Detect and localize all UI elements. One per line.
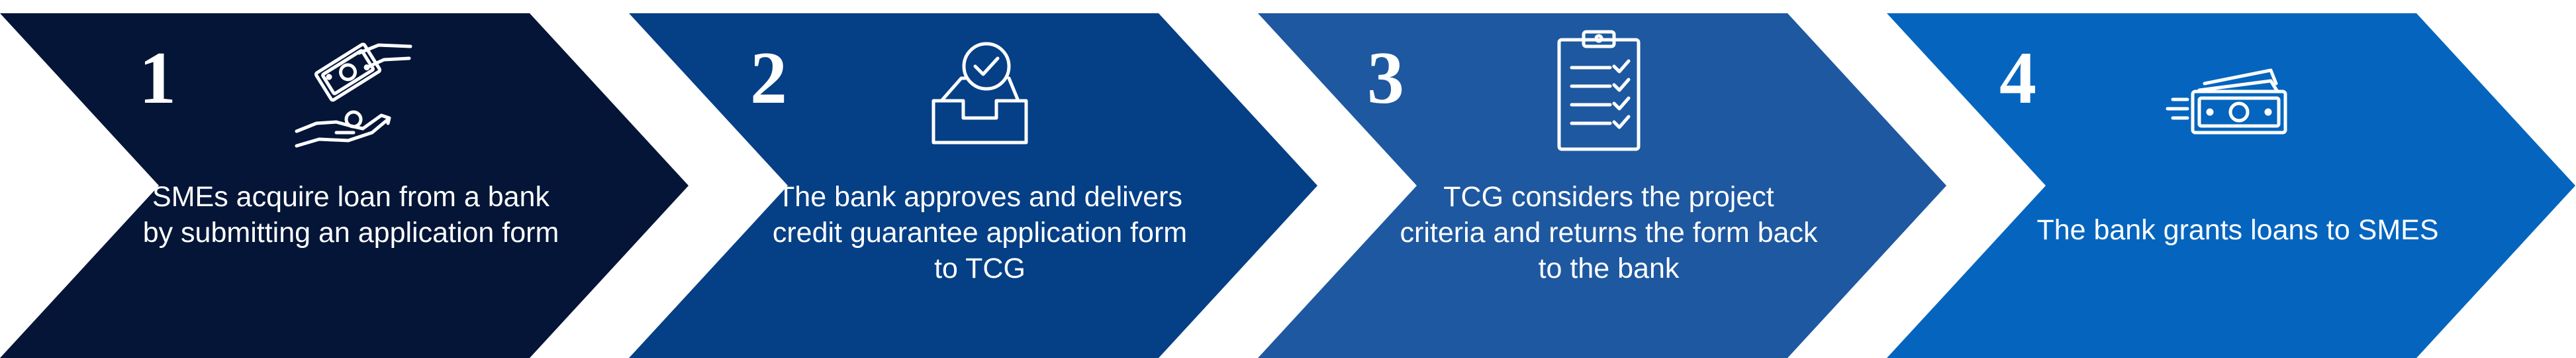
chevron-shape	[1258, 13, 1946, 358]
inbox-approve-icon	[931, 42, 1028, 145]
step-description: SMEs acquire loan from a bank by submitt…	[142, 181, 559, 249]
step-description: The bank grants loans to SMES	[2036, 214, 2439, 246]
clipboard-checklist-icon	[1557, 30, 1641, 151]
step-3: 3 TCG considers the project criteria and…	[1258, 13, 1946, 358]
step-number: 3	[1367, 37, 1404, 119]
chevron-shape	[1887, 13, 2575, 358]
hand-money-exchange-icon	[295, 42, 412, 148]
step-2: 2 The bank approves and delivers credit …	[629, 13, 1317, 358]
step-1: 1	[0, 13, 689, 358]
step-description: TCG considers the project criteria and r…	[1400, 181, 1818, 284]
step-number: 4	[1999, 37, 2036, 119]
step-number: 2	[750, 37, 787, 119]
chevron-shape	[0, 13, 689, 358]
step-4: 4 The bank grants loans to SMES	[1887, 13, 2575, 358]
chevron-shape	[629, 13, 1317, 358]
step-description: The bank approves and delivers credit gu…	[772, 181, 1188, 284]
cash-transfer-icon	[2166, 68, 2287, 135]
step-number: 1	[139, 37, 176, 119]
